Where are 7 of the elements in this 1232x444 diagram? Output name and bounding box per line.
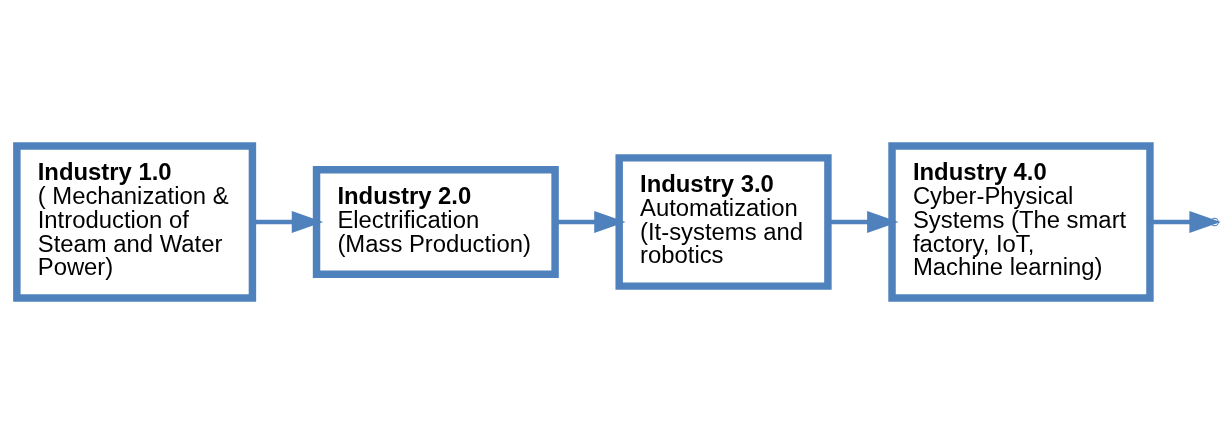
arrow <box>828 211 899 233</box>
node-box: Industry 4.0 Cyber-Physical Systems (The smart factory, IoT, Machine learning) <box>888 142 1154 302</box>
node-box: Industry 3.0 Automatization (It-systems and robotics <box>615 154 832 290</box>
node-box: Industry 2.0 Electrification (Mass Production) <box>312 166 559 278</box>
arrow <box>555 211 626 233</box>
arrow <box>1150 211 1221 233</box>
node-box: Industry 1.0 ( Mechanization & Introduction of Steam and Water Power) <box>13 142 257 302</box>
